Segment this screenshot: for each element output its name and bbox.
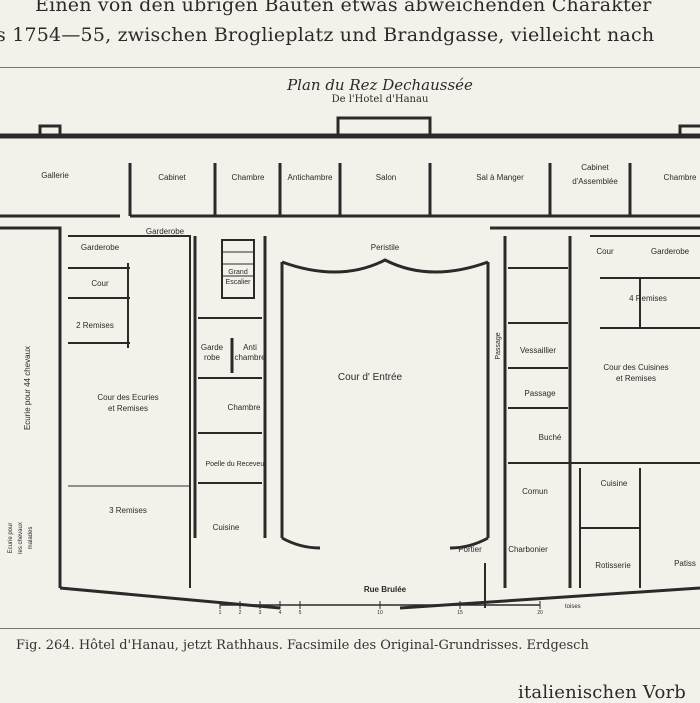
scale-tick-2: 2 bbox=[239, 610, 242, 616]
scale-tick-15: 15 bbox=[457, 610, 463, 616]
room-4-remises: 4 Remises bbox=[629, 294, 667, 303]
room-chambre-3: Chambre bbox=[228, 403, 261, 412]
room-vessaillier: Vessaillier bbox=[520, 346, 556, 355]
room-ecurie: Ecurie pour 44 chevaux bbox=[23, 346, 32, 430]
room-garderobe-left-2: robe bbox=[204, 353, 221, 362]
body-text-line-3: italienischen Vorb bbox=[518, 682, 687, 703]
room-comun: Comun bbox=[522, 487, 548, 496]
room-cour-ecuries-1: Cour des Ecuries bbox=[97, 393, 158, 402]
room-cabinet: Cabinet bbox=[158, 173, 186, 182]
room-passage-2: Passage bbox=[524, 389, 556, 398]
room-antichambre-2-2: chambre bbox=[234, 353, 266, 362]
room-3-remises: 3 Remises bbox=[109, 506, 147, 515]
room-grand-escalier-2: Escalier bbox=[226, 279, 252, 286]
plan-subtitle: De l'Hotel d'Hanau bbox=[332, 94, 429, 105]
scale-tick-10: 10 bbox=[377, 610, 383, 616]
room-cour-cuisines-2: et Remises bbox=[616, 374, 656, 383]
room-2-remises: 2 Remises bbox=[76, 321, 114, 330]
scale-tick-20: 20 bbox=[537, 610, 543, 616]
street-label: Rue Brulée bbox=[364, 585, 407, 594]
room-garderobe-2: Garderobe bbox=[146, 227, 185, 236]
room-ecurie-chevaux-2: les chevaux bbox=[18, 522, 24, 554]
room-garderobe-1: Garderobe bbox=[81, 243, 120, 252]
room-cuisine-1: Cuisine bbox=[601, 479, 628, 488]
room-antichambre-1: Antichambre bbox=[288, 173, 333, 182]
room-peristile: Peristile bbox=[371, 243, 400, 252]
room-cour-right: Cour bbox=[596, 247, 614, 256]
room-labels: Gallerie Cabinet Chambre Antichambre Sal… bbox=[8, 163, 697, 570]
room-ecurie-chevaux-3: malades bbox=[28, 527, 34, 550]
room-grand-escalier-1: Grand bbox=[228, 269, 248, 276]
room-salon: Salon bbox=[376, 173, 396, 182]
scale-unit: toises bbox=[565, 604, 581, 610]
room-salle-a-manger: Sal à Manger bbox=[476, 173, 524, 182]
room-antichambre-2-1: Anti bbox=[243, 343, 257, 352]
room-chambre-2: Chambre bbox=[664, 173, 697, 182]
room-cour-cuisines-1: Cour des Cuisines bbox=[603, 363, 668, 372]
room-chambre-1: Chambre bbox=[232, 173, 265, 182]
floor-plan: Plan du Rez Dechaussée De l'Hotel d'Hana… bbox=[0, 76, 700, 616]
room-charbonier: Charbonier bbox=[508, 545, 548, 554]
room-cabinet-assemblee-2: d'Assemblée bbox=[572, 177, 618, 186]
room-cour-entree: Cour d' Entrée bbox=[338, 372, 403, 383]
room-cuisine-2: Cuisine bbox=[213, 523, 240, 532]
room-cour-small: Cour bbox=[91, 279, 109, 288]
room-cour-ecuries-2: et Remises bbox=[108, 404, 148, 413]
body-text-line-2: s 1754—55, zwischen Broglieplatz und Bra… bbox=[0, 24, 655, 46]
body-text-line-1: Einen von den übrigen Bauten etwas abwei… bbox=[35, 0, 652, 16]
plan-top-border bbox=[0, 67, 700, 68]
figure-caption: Fig. 264. Hôtel d'Hanau, jetzt Rathhaus.… bbox=[16, 638, 589, 653]
scale-tick-labels: 1 2 3 4 5 10 15 20 bbox=[219, 610, 543, 616]
scale-tick-5: 5 bbox=[299, 610, 302, 616]
room-buche: Buché bbox=[539, 433, 562, 442]
room-portier: Portier bbox=[458, 545, 482, 554]
room-cabinet-assemblee-1: Cabinet bbox=[581, 163, 609, 172]
scale-tick-1: 1 bbox=[219, 610, 222, 616]
room-gallerie: Gallerie bbox=[41, 171, 69, 180]
room-passage-1: Passage bbox=[495, 332, 502, 359]
plan-title: Plan du Rez Dechaussée bbox=[286, 76, 473, 94]
scale-tick-3: 3 bbox=[259, 610, 262, 616]
plan-bottom-border bbox=[0, 628, 700, 629]
room-poelle-du-receveur: Poelle du Receveur bbox=[205, 461, 267, 468]
walls bbox=[0, 116, 700, 610]
room-garderobe-left-1: Garde bbox=[201, 343, 224, 352]
room-garderobe-3: Garderobe bbox=[651, 247, 690, 256]
scale-tick-4: 4 bbox=[279, 610, 282, 616]
room-patisserie: Patiss bbox=[674, 559, 696, 568]
room-rotisserie: Rotisserie bbox=[595, 561, 631, 570]
room-ecurie-chevaux-1: Ecurie pour bbox=[8, 523, 14, 554]
